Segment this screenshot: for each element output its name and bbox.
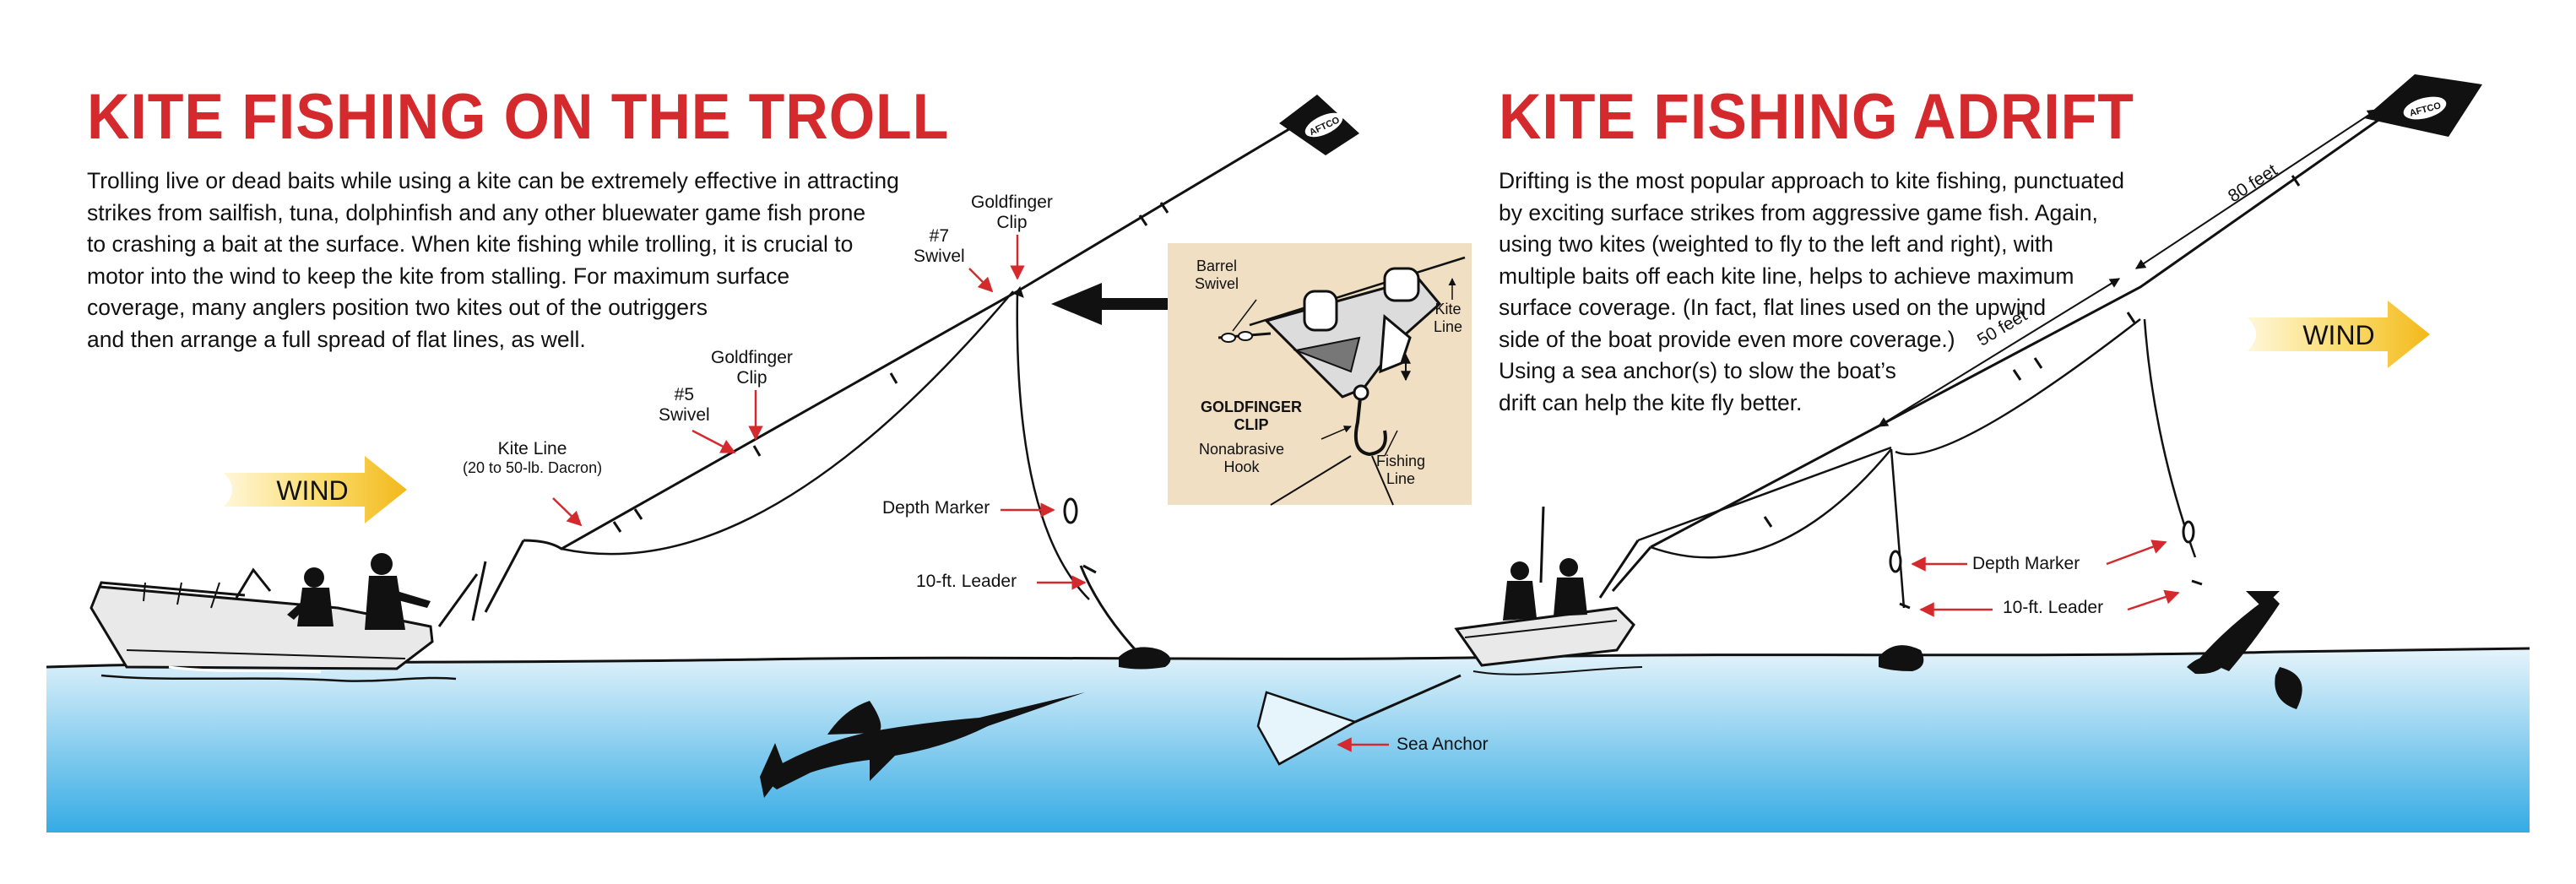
adrift-paragraph: Drifting is the most popular approach to… xyxy=(1499,165,2124,419)
adrift-paragraph-line: by exciting surface strikes from aggress… xyxy=(1499,199,2098,225)
troll-paragraph: Trolling live or dead baits while using … xyxy=(87,165,899,355)
label-leader-left: 10-ft. Leader xyxy=(916,572,1017,591)
label-goldfinger-clip-2: Goldfinger Clip xyxy=(971,193,1053,232)
label-depth-marker-left: Depth Marker xyxy=(882,498,990,518)
label-swivel-7: #7 Swivel xyxy=(914,226,965,266)
troll-paragraph-line: and then arrange a full spread of flat l… xyxy=(87,326,586,352)
wind-arrow-right: WIND xyxy=(2248,301,2430,368)
adrift-paragraph-line: multiple baits off each kite line, helps… xyxy=(1499,263,2074,289)
label-swivel-5: #5 Swivel xyxy=(659,385,710,425)
inset-label-fishing-line: Fishing Line xyxy=(1376,453,1426,487)
troll-paragraph-line: strikes from sailfish, tuna, dolphinfish… xyxy=(87,199,866,225)
sailfish xyxy=(760,692,1085,798)
troll-title: KITE FISHING ON THE TROLL xyxy=(87,81,950,153)
label-depth-marker-right: Depth Marker xyxy=(1972,554,2080,573)
drift-tuna xyxy=(2187,591,2302,709)
troll-kite: AFTCO xyxy=(1279,95,1359,155)
adrift-paragraph-line: drift can help the kite fly better. xyxy=(1499,389,1803,415)
label-kite-line-spec: (20 to 50-lb. Dacron) xyxy=(463,459,603,476)
adrift-paragraph-line: surface coverage. (In fact, flat lines u… xyxy=(1499,295,2047,320)
inset-label-goldfinger-clip: GOLDFINGER CLIP xyxy=(1201,399,1302,433)
label-kite-line: Kite Line (20 to 50-lb. Dacron) xyxy=(463,439,603,476)
troll-paragraph-line: motor into the wind to keep the kite fro… xyxy=(87,263,790,289)
troll-boat xyxy=(89,567,457,682)
adrift-paragraph-line: Using a sea anchor(s) to slow the boat’s xyxy=(1499,358,1896,383)
inset-label-barrel-swivel: Barrel Swivel xyxy=(1195,258,1239,292)
drift-anglers xyxy=(1503,558,1587,621)
wind-label-right: WIND xyxy=(2302,320,2374,350)
troll-paragraph-line: to crashing a bait at the surface. When … xyxy=(87,231,854,257)
sea-anchor xyxy=(1256,691,1359,766)
troll-anglers xyxy=(287,553,431,630)
troll-paragraph-line: Trolling live or dead baits while using … xyxy=(87,168,899,193)
inset-label-nonabrasive-hook: Nonabrasive Hook xyxy=(1199,441,1285,475)
adrift-paragraph-line: using two kites (weighted to fly to the … xyxy=(1499,231,2053,257)
dimension-arrows xyxy=(1877,109,2378,427)
drift-boat xyxy=(1454,606,1643,675)
troll-bait-splash xyxy=(1119,647,1171,670)
label-goldfinger-clip-1: Goldfinger Clip xyxy=(711,348,793,388)
goldfinger-clip-inset-art xyxy=(1168,243,1472,506)
callout-arrows xyxy=(552,235,2180,752)
adrift-paragraph-line: Drifting is the most popular approach to… xyxy=(1499,168,2124,193)
drift-kite: AFTCO xyxy=(2364,74,2482,137)
wind-label-left: WIND xyxy=(276,475,348,506)
label-leader-right: 10-ft. Leader xyxy=(2003,598,2104,617)
adrift-paragraph-line: side of the boat provide even more cover… xyxy=(1499,326,1955,352)
troll-paragraph-line: coverage, many anglers position two kite… xyxy=(87,295,708,320)
wind-arrow-left: WIND xyxy=(224,456,407,523)
inset-label-kite-line: Kite Line xyxy=(1434,301,1463,335)
adrift-title: KITE FISHING ADRIFT xyxy=(1499,81,2134,153)
troll-rods xyxy=(437,540,525,627)
label-sea-anchor: Sea Anchor xyxy=(1396,735,1489,754)
troll-kite-line xyxy=(523,123,1297,652)
drift-splash-left xyxy=(1879,645,1924,671)
